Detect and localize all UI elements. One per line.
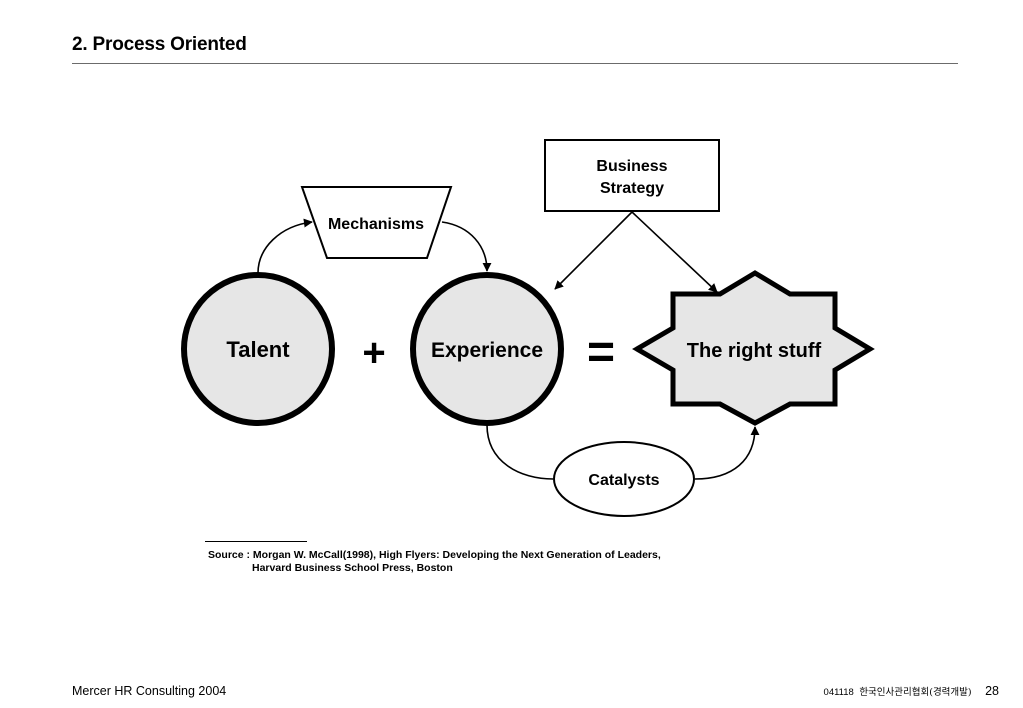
title-divider	[72, 63, 958, 64]
footer-org: 한국인사관리협회(경력개발)	[859, 687, 972, 698]
business-strategy-label-line1: Business	[596, 158, 667, 175]
mechanisms-label: Mechanisms	[328, 216, 424, 233]
equals-sign: =	[587, 326, 615, 379]
footer-right: 041118 한국인사관리협회(경력개발) 28	[824, 684, 999, 698]
page-title: 2. Process Oriented	[72, 34, 247, 55]
strategy-to-experience-arrow	[554, 211, 633, 290]
mechanisms-shape	[300, 186, 453, 259]
catalysts-to-right-stuff-arrow	[694, 426, 760, 480]
experience-label: Experience	[431, 339, 543, 362]
page-number: 28	[985, 684, 999, 698]
business-strategy-box	[544, 139, 720, 212]
source-line-1: Source : Morgan W. McCall(1998), High Fl…	[208, 549, 661, 561]
experience-circle	[410, 272, 564, 426]
mechanisms-to-experience-arrow	[441, 221, 492, 272]
catalysts-ellipse	[553, 441, 695, 517]
experience-to-catalysts-line	[486, 424, 554, 480]
strategy-to-right-stuff-arrow	[631, 211, 718, 293]
right-stuff-label: The right stuff	[687, 340, 822, 362]
source-line-2: Harvard Business School Press, Boston	[252, 561, 453, 574]
footer-code: 041118	[823, 687, 854, 698]
footer-company: Mercer HR Consulting 2004	[72, 684, 227, 698]
talent-label: Talent	[226, 337, 290, 362]
right-stuff-star	[632, 270, 875, 426]
source-note: Source : Morgan W. McCall(1998), High Fl…	[208, 549, 661, 574]
catalysts-label: Catalysts	[588, 472, 659, 489]
source-divider	[205, 541, 307, 542]
talent-circle	[181, 272, 335, 426]
talent-to-mechanisms-arrow	[257, 218, 313, 274]
business-strategy-label-line2: Strategy	[600, 180, 664, 197]
plus-sign: +	[362, 331, 385, 375]
